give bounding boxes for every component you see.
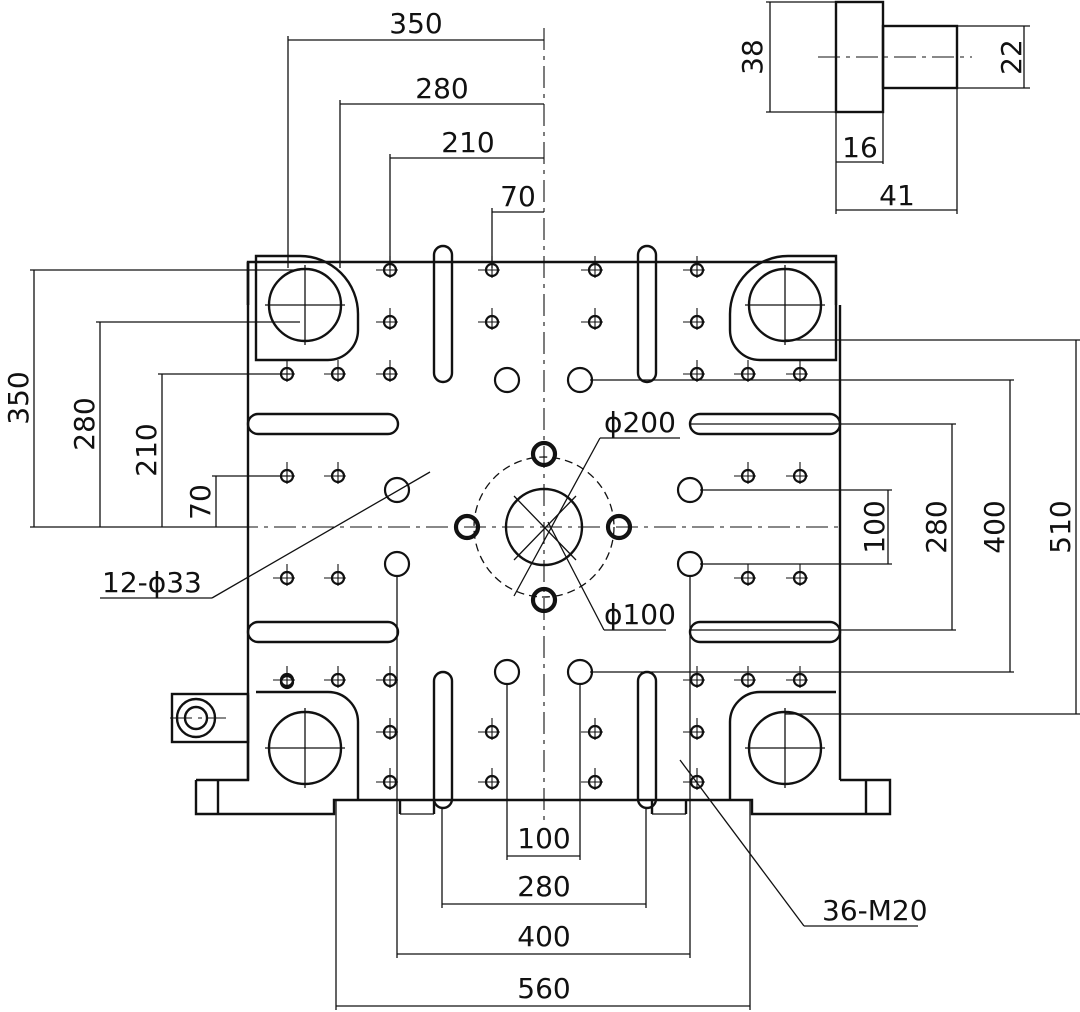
dim-70-left-label: 70 — [184, 484, 217, 520]
threaded-holes — [273, 256, 814, 796]
through-hole — [605, 513, 633, 541]
dim-38-label: 38 — [736, 39, 769, 75]
threaded-holes-label: 36-M20 — [822, 894, 928, 927]
phi200-label: ϕ200 — [604, 406, 676, 439]
dim-41-label: 41 — [879, 179, 915, 212]
ring-hole-left — [455, 515, 479, 539]
base-outline — [194, 778, 892, 816]
slot-left-1 — [246, 412, 400, 436]
dim-280-bottom-label: 280 — [517, 870, 570, 903]
slot-top-1 — [432, 244, 454, 384]
callouts: ϕ200 ϕ100 12-ϕ33 36-M20 — [100, 406, 928, 927]
top-dimensions: 350 280 210 70 — [287, 7, 544, 268]
dim-100-bottom-label: 100 — [517, 822, 570, 855]
through-hole — [676, 476, 704, 504]
threaded-holes-leader — [679, 759, 805, 927]
through-hole — [453, 513, 481, 541]
dim-350-left-label: 350 — [2, 371, 35, 424]
boss-top-right — [728, 254, 838, 362]
through-hole — [530, 586, 558, 614]
dim-280-right-label: 280 — [920, 500, 953, 553]
phi100-leader — [547, 521, 605, 631]
slot-bottom-2 — [636, 670, 658, 810]
through-hole — [676, 550, 704, 578]
through-hole — [383, 550, 411, 578]
foot-left — [196, 695, 250, 782]
ring-hole-top — [532, 442, 556, 466]
boss-top-left — [254, 254, 360, 362]
ring-hole-right — [607, 515, 631, 539]
detail-view: 38 22 16 41 — [736, 0, 1030, 214]
ring-hole-bottom — [532, 588, 556, 612]
through-hole — [566, 658, 594, 686]
center-features — [236, 28, 842, 820]
dim-280-left-label: 280 — [68, 397, 101, 450]
slot-right-2 — [688, 620, 842, 644]
boss-bottom-right — [728, 690, 836, 800]
left-dimensions: 350 280 210 70 — [2, 269, 300, 528]
slot-top-2 — [636, 244, 658, 384]
dim-400-bottom-label: 400 — [517, 920, 570, 953]
dim-22-label: 22 — [995, 39, 1028, 75]
tie-bar-holes — [265, 265, 825, 788]
through-hole — [530, 440, 558, 468]
phi100-bore — [504, 487, 584, 567]
dim-400-right-label: 400 — [978, 500, 1011, 553]
dim-210-top-label: 210 — [441, 126, 494, 159]
dim-70-top-label: 70 — [500, 180, 536, 213]
dim-350-top-label: 350 — [389, 7, 442, 40]
slot-bottom-1 — [432, 670, 454, 810]
dim-510-right-label: 510 — [1044, 500, 1077, 553]
phi200-circle — [473, 456, 615, 598]
phi100-label: ϕ100 — [604, 598, 676, 631]
right-dimensions: 100 280 400 510 — [590, 339, 1080, 715]
through-hole — [383, 476, 411, 504]
through-hole — [566, 366, 594, 394]
through-hole — [493, 658, 521, 686]
phi200-leader — [513, 437, 601, 597]
through-holes-label: 12-ϕ33 — [102, 566, 202, 599]
dim-280-top-label: 280 — [415, 72, 468, 105]
dim-210-left-label: 210 — [130, 423, 163, 476]
through-hole — [493, 366, 521, 394]
boss-bottom-left — [256, 690, 360, 800]
dim-16-label: 16 — [842, 131, 878, 164]
bottom-dimensions: 100 280 400 560 — [335, 576, 751, 1010]
slot-left-2 — [246, 620, 400, 644]
through-holes-leader — [211, 471, 431, 599]
dim-560-bottom-label: 560 — [517, 972, 570, 1005]
dim-100-right-label: 100 — [858, 500, 891, 553]
detail-shank — [881, 24, 959, 90]
